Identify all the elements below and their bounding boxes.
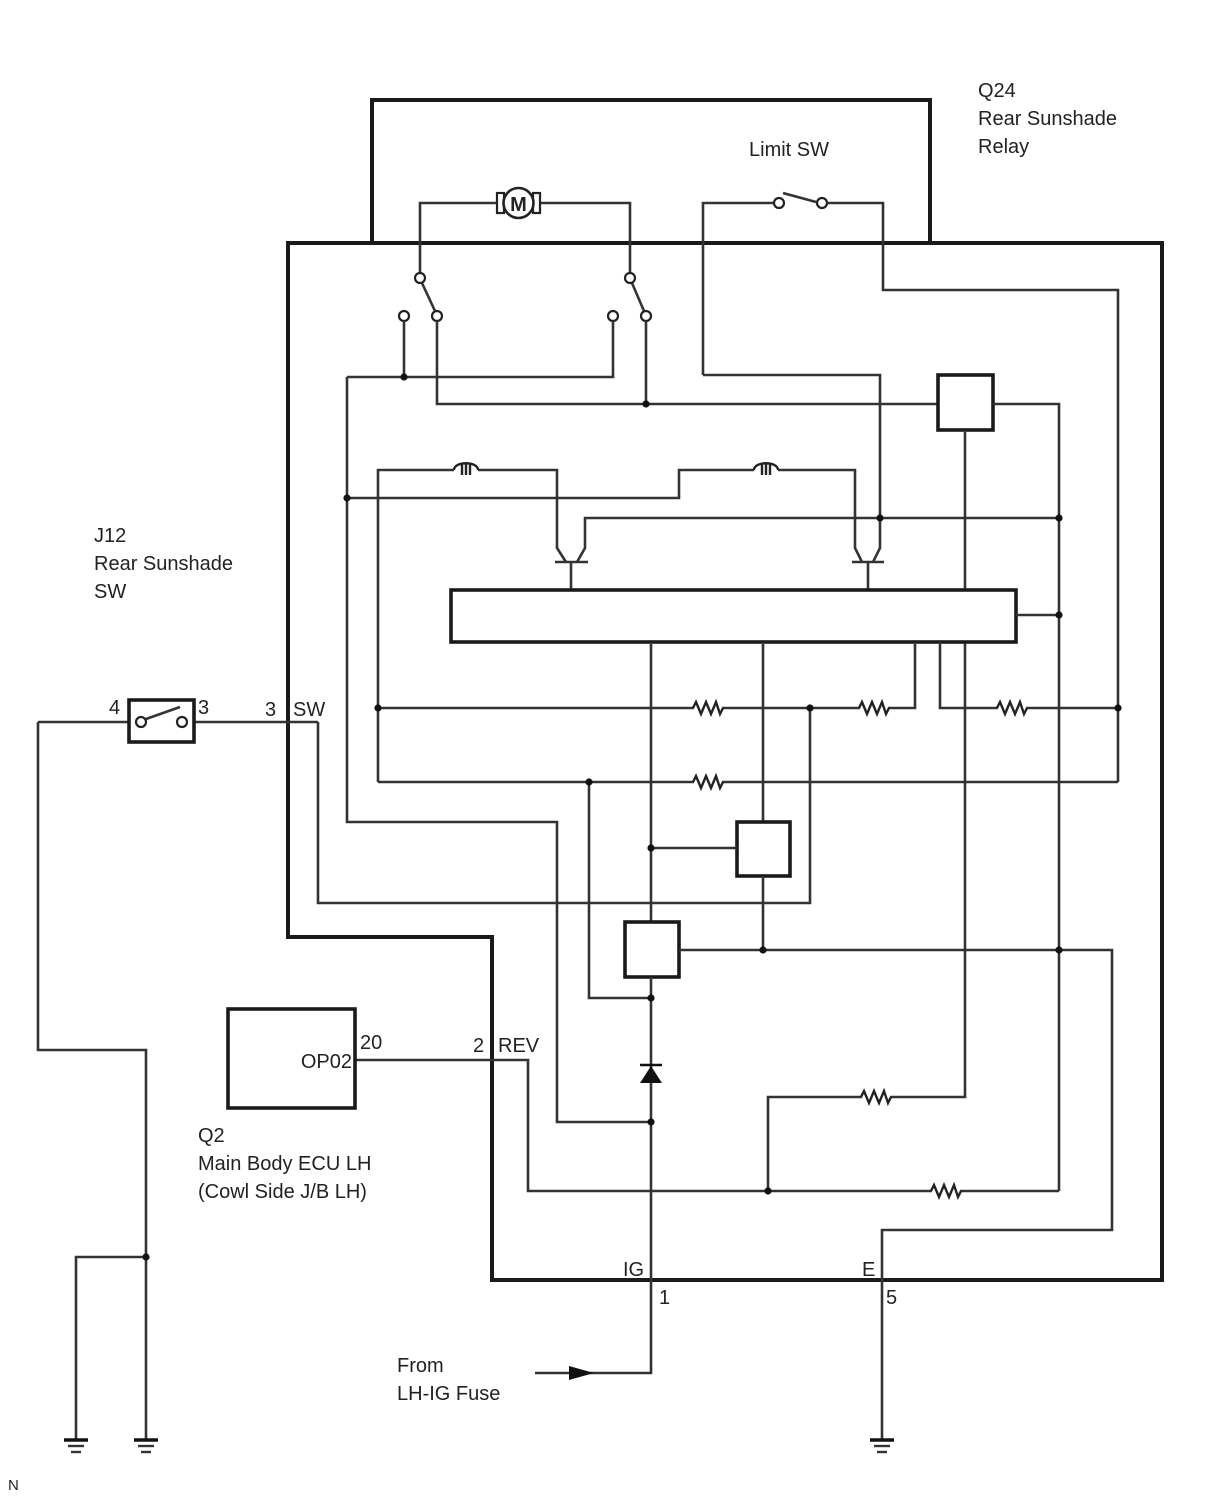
relay-coil-right-icon xyxy=(752,462,780,475)
relay-name-line1: Rear Sunshade xyxy=(978,108,1117,130)
switch-name-line2: SW xyxy=(94,581,126,603)
ecu-name: Main Body ECU LH xyxy=(198,1153,371,1175)
limit-switch-icon xyxy=(701,191,1120,782)
relay-e-name: E xyxy=(862,1259,875,1281)
ground-icon xyxy=(870,1438,894,1454)
changeover-switch-right-icon xyxy=(606,271,653,323)
switch-pin-left: 4 xyxy=(109,697,120,719)
changeover-switch-left-icon xyxy=(397,271,444,323)
wire-switch-contacts xyxy=(347,321,938,406)
corner-mark: N xyxy=(8,1477,19,1494)
ecu-location: (Cowl Side J/B LH) xyxy=(198,1181,367,1203)
control-block-2 xyxy=(735,820,792,878)
switch-pin-right: 3 xyxy=(198,697,209,719)
ecu-id-label: Q2 xyxy=(198,1125,225,1147)
control-ic xyxy=(449,588,1018,644)
motor-icon: M xyxy=(418,186,632,272)
resistor-icon xyxy=(857,698,891,718)
relay-rev-name: REV xyxy=(498,1035,540,1057)
wire-left-bus xyxy=(345,377,651,1124)
wire-block-2 xyxy=(651,846,765,950)
ecu-terminal: OP02 xyxy=(301,1051,352,1073)
transistor-right-icon xyxy=(852,560,884,590)
switch-name-line1: Rear Sunshade xyxy=(94,553,233,575)
relay-sw-pin: 3 xyxy=(265,699,276,721)
relay-e-pin: 5 xyxy=(886,1287,897,1309)
relay-sw-name: SW xyxy=(293,699,325,721)
wire-emitter-bus xyxy=(575,516,1059,563)
relay-name-line2: Relay xyxy=(978,136,1029,158)
wire-sw-input xyxy=(316,708,812,905)
switch-id-label: J12 xyxy=(94,525,126,547)
relay-id-label: Q24 xyxy=(978,80,1016,102)
wire-right-bus xyxy=(766,402,1061,1191)
wire-ground-path xyxy=(679,948,1114,1440)
resistor-icon xyxy=(995,698,1029,718)
wire-coil-left xyxy=(376,468,568,782)
relay-ig-pin: 1 xyxy=(659,1287,670,1309)
transistor-left-icon xyxy=(555,560,588,590)
relay-housing-outline xyxy=(286,98,1164,1282)
ground-icon xyxy=(64,1438,88,1454)
wire-ig-path xyxy=(535,977,653,1375)
resistor-icon xyxy=(691,698,725,718)
control-block-1 xyxy=(936,373,995,432)
resistor-icon xyxy=(929,1181,963,1201)
main-body-ecu-box xyxy=(226,1007,357,1110)
motor-label: M xyxy=(510,194,527,216)
ecu-pin: 20 xyxy=(360,1032,382,1054)
control-block-3 xyxy=(623,920,681,979)
wire-switch-ground xyxy=(36,720,318,1440)
wire-rev-path xyxy=(355,1058,1059,1193)
junction-dots xyxy=(142,373,1122,1261)
resistor-icon xyxy=(859,1087,893,1107)
source-line1: From xyxy=(397,1355,444,1377)
source-line2: LH-IG Fuse xyxy=(397,1383,500,1405)
ground-icon xyxy=(134,1438,158,1454)
relay-rev-pin: 2 xyxy=(473,1035,484,1057)
limit-switch-label: Limit SW xyxy=(749,139,829,161)
wire-coil-right xyxy=(347,468,864,563)
arrow-right-icon xyxy=(569,1366,594,1380)
diode-icon xyxy=(640,1063,662,1083)
relay-ig-name: IG xyxy=(623,1259,644,1281)
resistor-icon xyxy=(691,772,725,792)
relay-coil-left-icon xyxy=(452,462,480,475)
rear-sunshade-switch-icon xyxy=(127,698,196,744)
wire-ic-outputs xyxy=(378,642,1118,1000)
wire-limit-return xyxy=(703,373,882,563)
